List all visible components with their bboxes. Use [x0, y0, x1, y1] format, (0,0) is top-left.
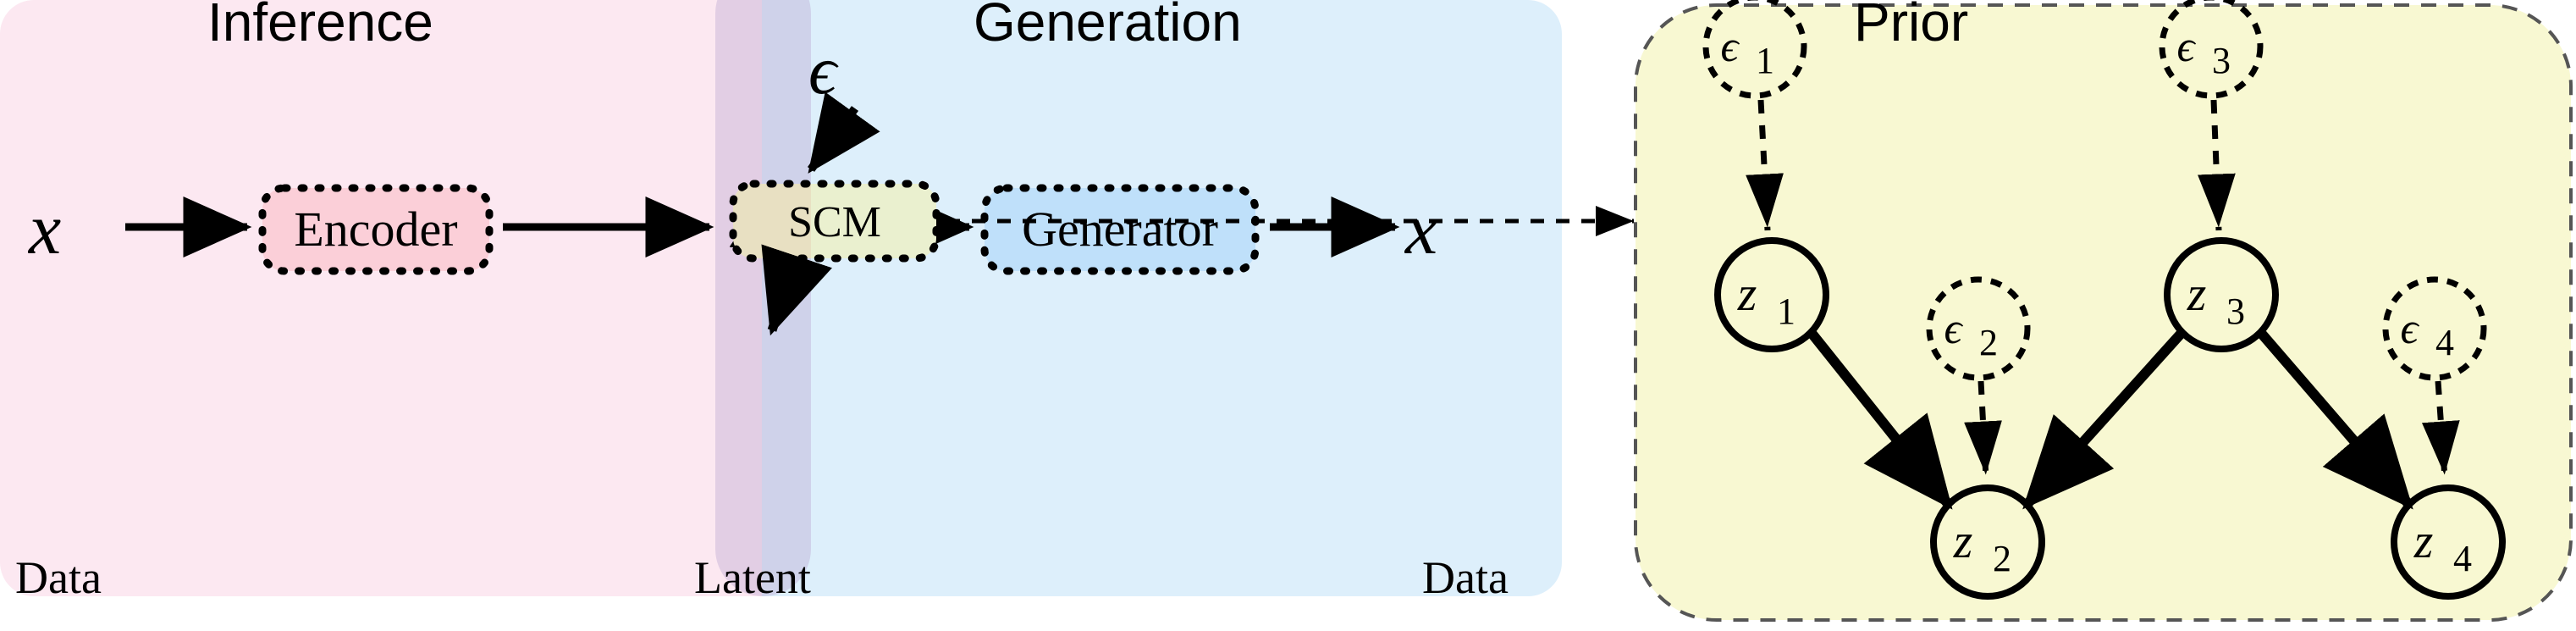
node-e2-sub: 2: [1979, 322, 1998, 363]
node-z2-circle: [1930, 484, 2045, 600]
node-e4-sub: 4: [2435, 322, 2454, 363]
edge-e3-z3: [2198, 99, 2236, 231]
node-z1[interactable]: z 1: [1714, 237, 1829, 352]
box-scm-fill-left: [733, 184, 811, 258]
node-e3-sub: 3: [2212, 40, 2231, 81]
node-e1-circle: [1702, 0, 1807, 99]
edge-e1-z1: [1746, 99, 1784, 231]
panel-backgrounds: [0, 0, 1562, 596]
node-z3-var: z: [2187, 266, 2207, 321]
symbol-input-x: x: [27, 188, 61, 269]
panel-title-generation: Generation: [974, 0, 1242, 53]
node-z4-sub: 4: [2453, 538, 2472, 579]
box-generator[interactable]: [980, 184, 1260, 275]
node-z3[interactable]: z 3: [2164, 237, 2279, 352]
panel-generation-bg: [762, 0, 1562, 596]
edge-z1-z2: [1807, 329, 1953, 510]
node-e1-var: ϵ: [1721, 23, 1740, 71]
node-e3-circle: [2159, 0, 2264, 99]
box-scm-border: [729, 180, 940, 263]
panel-inference-bg: [0, 0, 767, 596]
node-z4-circle: [2391, 484, 2506, 600]
box-scm-fill-right: [811, 184, 936, 258]
node-e2[interactable]: ϵ 2: [1926, 276, 2031, 381]
box-encoder-label: Encoder: [294, 202, 457, 257]
node-e1[interactable]: ϵ 1: [1702, 0, 1807, 99]
prior-edges: [1746, 99, 2460, 510]
node-z1-circle: [1714, 237, 1829, 352]
panel-latent-band: [715, 0, 811, 596]
node-z1-sub: 1: [1777, 291, 1795, 332]
edge-e4-z4: [2421, 380, 2460, 479]
edge-z3-z2: [2022, 328, 2187, 510]
arrow-epsilon-to-scm: [807, 91, 880, 174]
box-generator-label: Generator: [1022, 202, 1218, 257]
node-z2-var: z: [1953, 513, 1973, 568]
node-z2[interactable]: z 2: [1930, 484, 2045, 600]
node-e4-circle: [2382, 276, 2487, 381]
node-e2-var: ϵ: [1944, 305, 1964, 353]
arrow-scm-to-z: [761, 244, 832, 336]
node-e4[interactable]: ϵ 4: [2382, 276, 2487, 381]
node-z1-var: z: [1737, 266, 1757, 321]
node-z3-circle: [2164, 237, 2279, 352]
symbol-output-x: x: [1404, 188, 1437, 269]
prior-nodes: ϵ 1 ϵ 2 ϵ 3 ϵ 4 z 1 z: [1702, 0, 2506, 600]
edge-z3-z4: [2256, 329, 2413, 510]
node-z4[interactable]: z 4: [2391, 484, 2506, 600]
node-e1-sub: 1: [1756, 40, 1774, 81]
box-scm[interactable]: SCM: [729, 180, 940, 263]
node-z3-sub: 3: [2226, 291, 2245, 332]
box-scm-label: SCM: [788, 198, 881, 246]
panel-title-inference: Inference: [207, 0, 433, 53]
node-e2-circle: [1926, 276, 2031, 381]
node-e3-var: ϵ: [2177, 23, 2197, 71]
label-data-left: Data: [15, 552, 102, 603]
panel-title-prior: Prior: [1854, 0, 1968, 53]
node-z2-sub: 2: [1993, 538, 2011, 579]
symbol-noise-epsilon: ϵ: [808, 31, 839, 108]
label-latent: Latent: [694, 552, 811, 603]
node-e3[interactable]: ϵ 3: [2159, 0, 2264, 99]
edge-e2-z2: [1964, 380, 2002, 479]
label-data-right: Data: [1422, 552, 1509, 603]
node-e4-var: ϵ: [2401, 305, 2420, 353]
node-z4-var: z: [2413, 513, 2434, 568]
box-encoder[interactable]: [258, 184, 494, 275]
